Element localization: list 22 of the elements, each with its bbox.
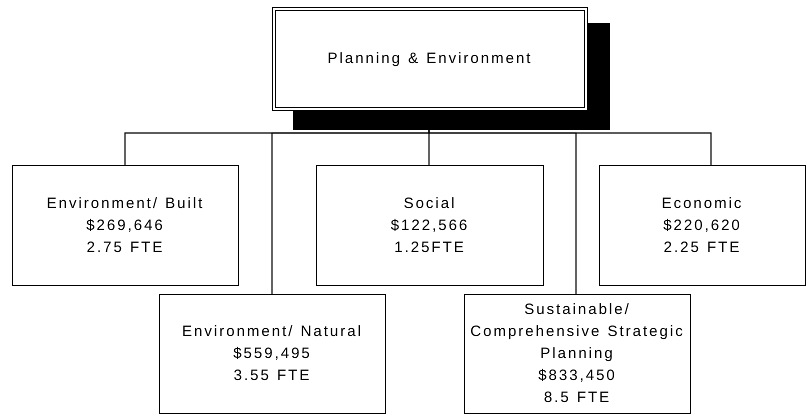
unit-name: Social bbox=[404, 194, 456, 214]
unit-figure: 1.25FTE bbox=[394, 238, 466, 258]
unit-name: Economic bbox=[662, 194, 744, 214]
unit-figure: 8.5 FTE bbox=[544, 388, 612, 408]
unit-figure: 2.25 FTE bbox=[664, 238, 742, 258]
unit-name: Environment/ Natural bbox=[182, 322, 363, 342]
unit-box bbox=[599, 165, 806, 286]
unit-box bbox=[159, 294, 386, 414]
unit-figure: $833,450 bbox=[538, 366, 617, 386]
unit-figure: $559,495 bbox=[233, 344, 312, 364]
unit-figure: $122,566 bbox=[390, 216, 470, 236]
unit-box bbox=[12, 165, 239, 286]
title-box bbox=[272, 7, 588, 111]
unit-name: Planning & Environment bbox=[328, 49, 532, 69]
unit-figure: $269,646 bbox=[86, 216, 165, 236]
unit-name: Environment/ Built bbox=[46, 194, 204, 214]
unit-figure: 3.55 FTE bbox=[234, 366, 312, 386]
unit-figure: 2.75 FTE bbox=[86, 238, 164, 258]
unit-name: Sustainable/ Comprehensive Strategic Planning bbox=[469, 300, 686, 364]
unit-figure: $220,620 bbox=[663, 216, 742, 236]
unit-box bbox=[316, 165, 544, 286]
unit-box bbox=[464, 294, 691, 414]
